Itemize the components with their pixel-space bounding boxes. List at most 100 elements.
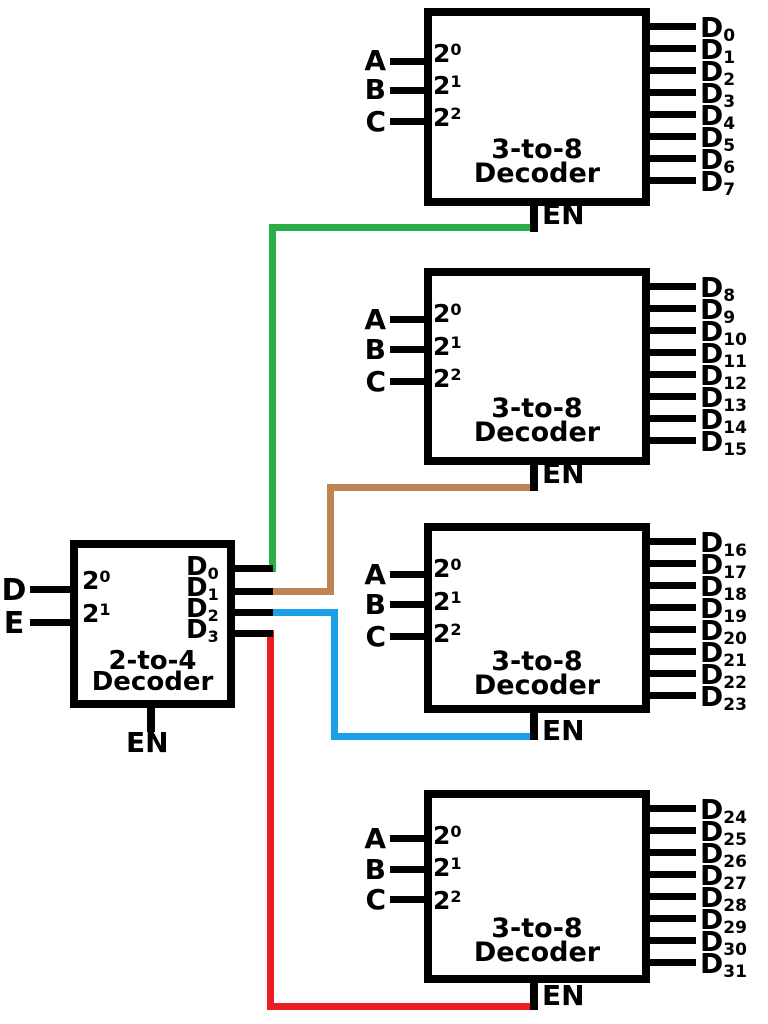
output-base: D [700, 403, 724, 436]
weight-exponent: 0 [450, 40, 462, 59]
output-label-d7: D7 [700, 168, 735, 199]
decoder-3-output-stub [648, 604, 696, 611]
output-subscript: 23 [723, 695, 747, 715]
decoder-4-output-stub [648, 871, 696, 878]
wire-blue-horizontal-short [272, 609, 338, 616]
output-subscript: 19 [723, 607, 747, 627]
output-base: D [700, 293, 724, 326]
wire-red-vertical [267, 630, 274, 1010]
decoder-2-input-label-b: B [364, 333, 386, 366]
decoder-1-output-stub [648, 45, 696, 52]
output-label-d18: D18 [700, 573, 747, 604]
decoder-3-enable-stub [530, 711, 538, 740]
wire-brown-horizontal-short [272, 588, 334, 595]
decoder-3-output-stub [648, 670, 696, 677]
two-to-four-decoder-box [70, 540, 235, 708]
weight-exponent: 2 [450, 887, 462, 906]
output-base: D [700, 837, 724, 870]
output-base: D [186, 615, 208, 645]
output-subscript: 11 [723, 352, 747, 372]
output-label-d2: D2 [700, 58, 735, 89]
output-label-d5: D5 [700, 124, 735, 155]
output-label-d24: D24 [700, 793, 747, 827]
weight-exponent: 1 [99, 600, 111, 619]
wire-green-horizontal [269, 224, 538, 231]
decoder-3-input-stub-c [390, 633, 426, 640]
weight-label-2-0: 20 [82, 568, 111, 593]
two-to-four-output-stub-d2 [233, 609, 273, 616]
output-label-d26: D26 [700, 837, 747, 871]
output-subscript: 14 [723, 418, 747, 438]
two-to-four-enable-stub [147, 706, 155, 732]
decoder-4-enable-stub [530, 981, 538, 1010]
output-base: D [700, 815, 724, 848]
decoder-2-title-line2: Decoder [473, 417, 601, 448]
decoder-3-title-line1: 3-to-8 [491, 646, 583, 677]
decoder-3-input-stub-b [390, 601, 426, 608]
decoder-4-input-label-b: B [364, 853, 386, 886]
output-label-d1: D1 [700, 36, 735, 67]
output-label-d0: D0 [700, 14, 735, 45]
input-stub-e [30, 619, 72, 626]
output-base: D [700, 99, 724, 132]
output-base: D [700, 903, 724, 936]
decoder-4-input-label-c: C [365, 883, 386, 916]
decoder-1-input-stub-b [390, 87, 426, 94]
decoder-2-output-stub [648, 437, 696, 444]
decoder-1-output-stub [648, 23, 696, 30]
output-subscript: 13 [723, 396, 747, 416]
decoder-4-weight-2-0: 20 [433, 823, 462, 848]
output-subscript: 6 [723, 158, 736, 178]
decoder-4-weight-2-1: 21 [433, 855, 462, 880]
decoder-2-output-stub [648, 415, 696, 422]
decoder-1-output-stub [648, 67, 696, 74]
weight-base: 2 [433, 332, 451, 361]
decoder-1-input-stub-c [390, 118, 426, 125]
output-subscript: 16 [723, 541, 747, 561]
two-to-four-enable-label: EN [126, 726, 169, 759]
decoder-1-output-stub [648, 133, 696, 140]
decoder-2-output-stub [648, 327, 696, 334]
output-base: D [700, 793, 724, 826]
output-label-d27: D27 [700, 862, 747, 893]
two-to-four-output-stub-d3 [233, 630, 273, 637]
decoder-4-output-stub [648, 959, 696, 966]
weight-base: 2 [433, 853, 451, 882]
decoder-4-title-line1: 3-to-8 [491, 913, 583, 944]
decoder-2-output-stub [648, 349, 696, 356]
decoder-1-input-stub-a [390, 58, 426, 65]
decoder-2-enable-label: EN [542, 457, 585, 490]
decoder-2-weight-2-0: 20 [433, 301, 462, 326]
output-subscript: 22 [723, 673, 747, 693]
decoder-1-input-label-a: A [364, 44, 386, 77]
wire-red-horizontal [267, 1003, 538, 1010]
weight-exponent: 2 [450, 620, 462, 639]
decoder-2-input-label-a: A [364, 303, 386, 336]
three-to-eight-decoder-4-box [424, 790, 650, 983]
weight-exponent: 0 [450, 822, 462, 841]
output-subscript: 0 [207, 564, 219, 583]
output-subscript: 26 [723, 852, 747, 872]
output-subscript: 18 [723, 585, 747, 605]
decoder-4-output-stub [648, 827, 696, 834]
output-subscript: 8 [723, 286, 736, 306]
output-subscript: 1 [723, 48, 736, 68]
three-to-eight-decoder-1-title: 3-to-8 Decoder [424, 136, 650, 187]
output-base: D [700, 381, 724, 414]
decoder-4-output-stub [648, 937, 696, 944]
weight-exponent: 2 [450, 365, 462, 384]
two-to-four-title-line2: Decoder [91, 667, 214, 697]
output-base: D [700, 359, 724, 392]
decoder-4-output-stub [648, 849, 696, 856]
decoder-4-input-stub-a [390, 835, 426, 842]
output-base: D [700, 425, 724, 458]
two-to-four-output-label-d3: D3 [186, 615, 219, 645]
weight-exponent: 2 [450, 104, 462, 123]
two-to-four-output-stub-d0 [233, 565, 273, 572]
decoder-1-output-stub [648, 89, 696, 96]
weight-base: 2 [433, 364, 451, 393]
output-label-d17: D17 [700, 551, 747, 582]
decoder-2-enable-stub [530, 463, 538, 491]
decoder-1-enable-stub [530, 204, 538, 232]
weight-exponent: 0 [450, 300, 462, 319]
